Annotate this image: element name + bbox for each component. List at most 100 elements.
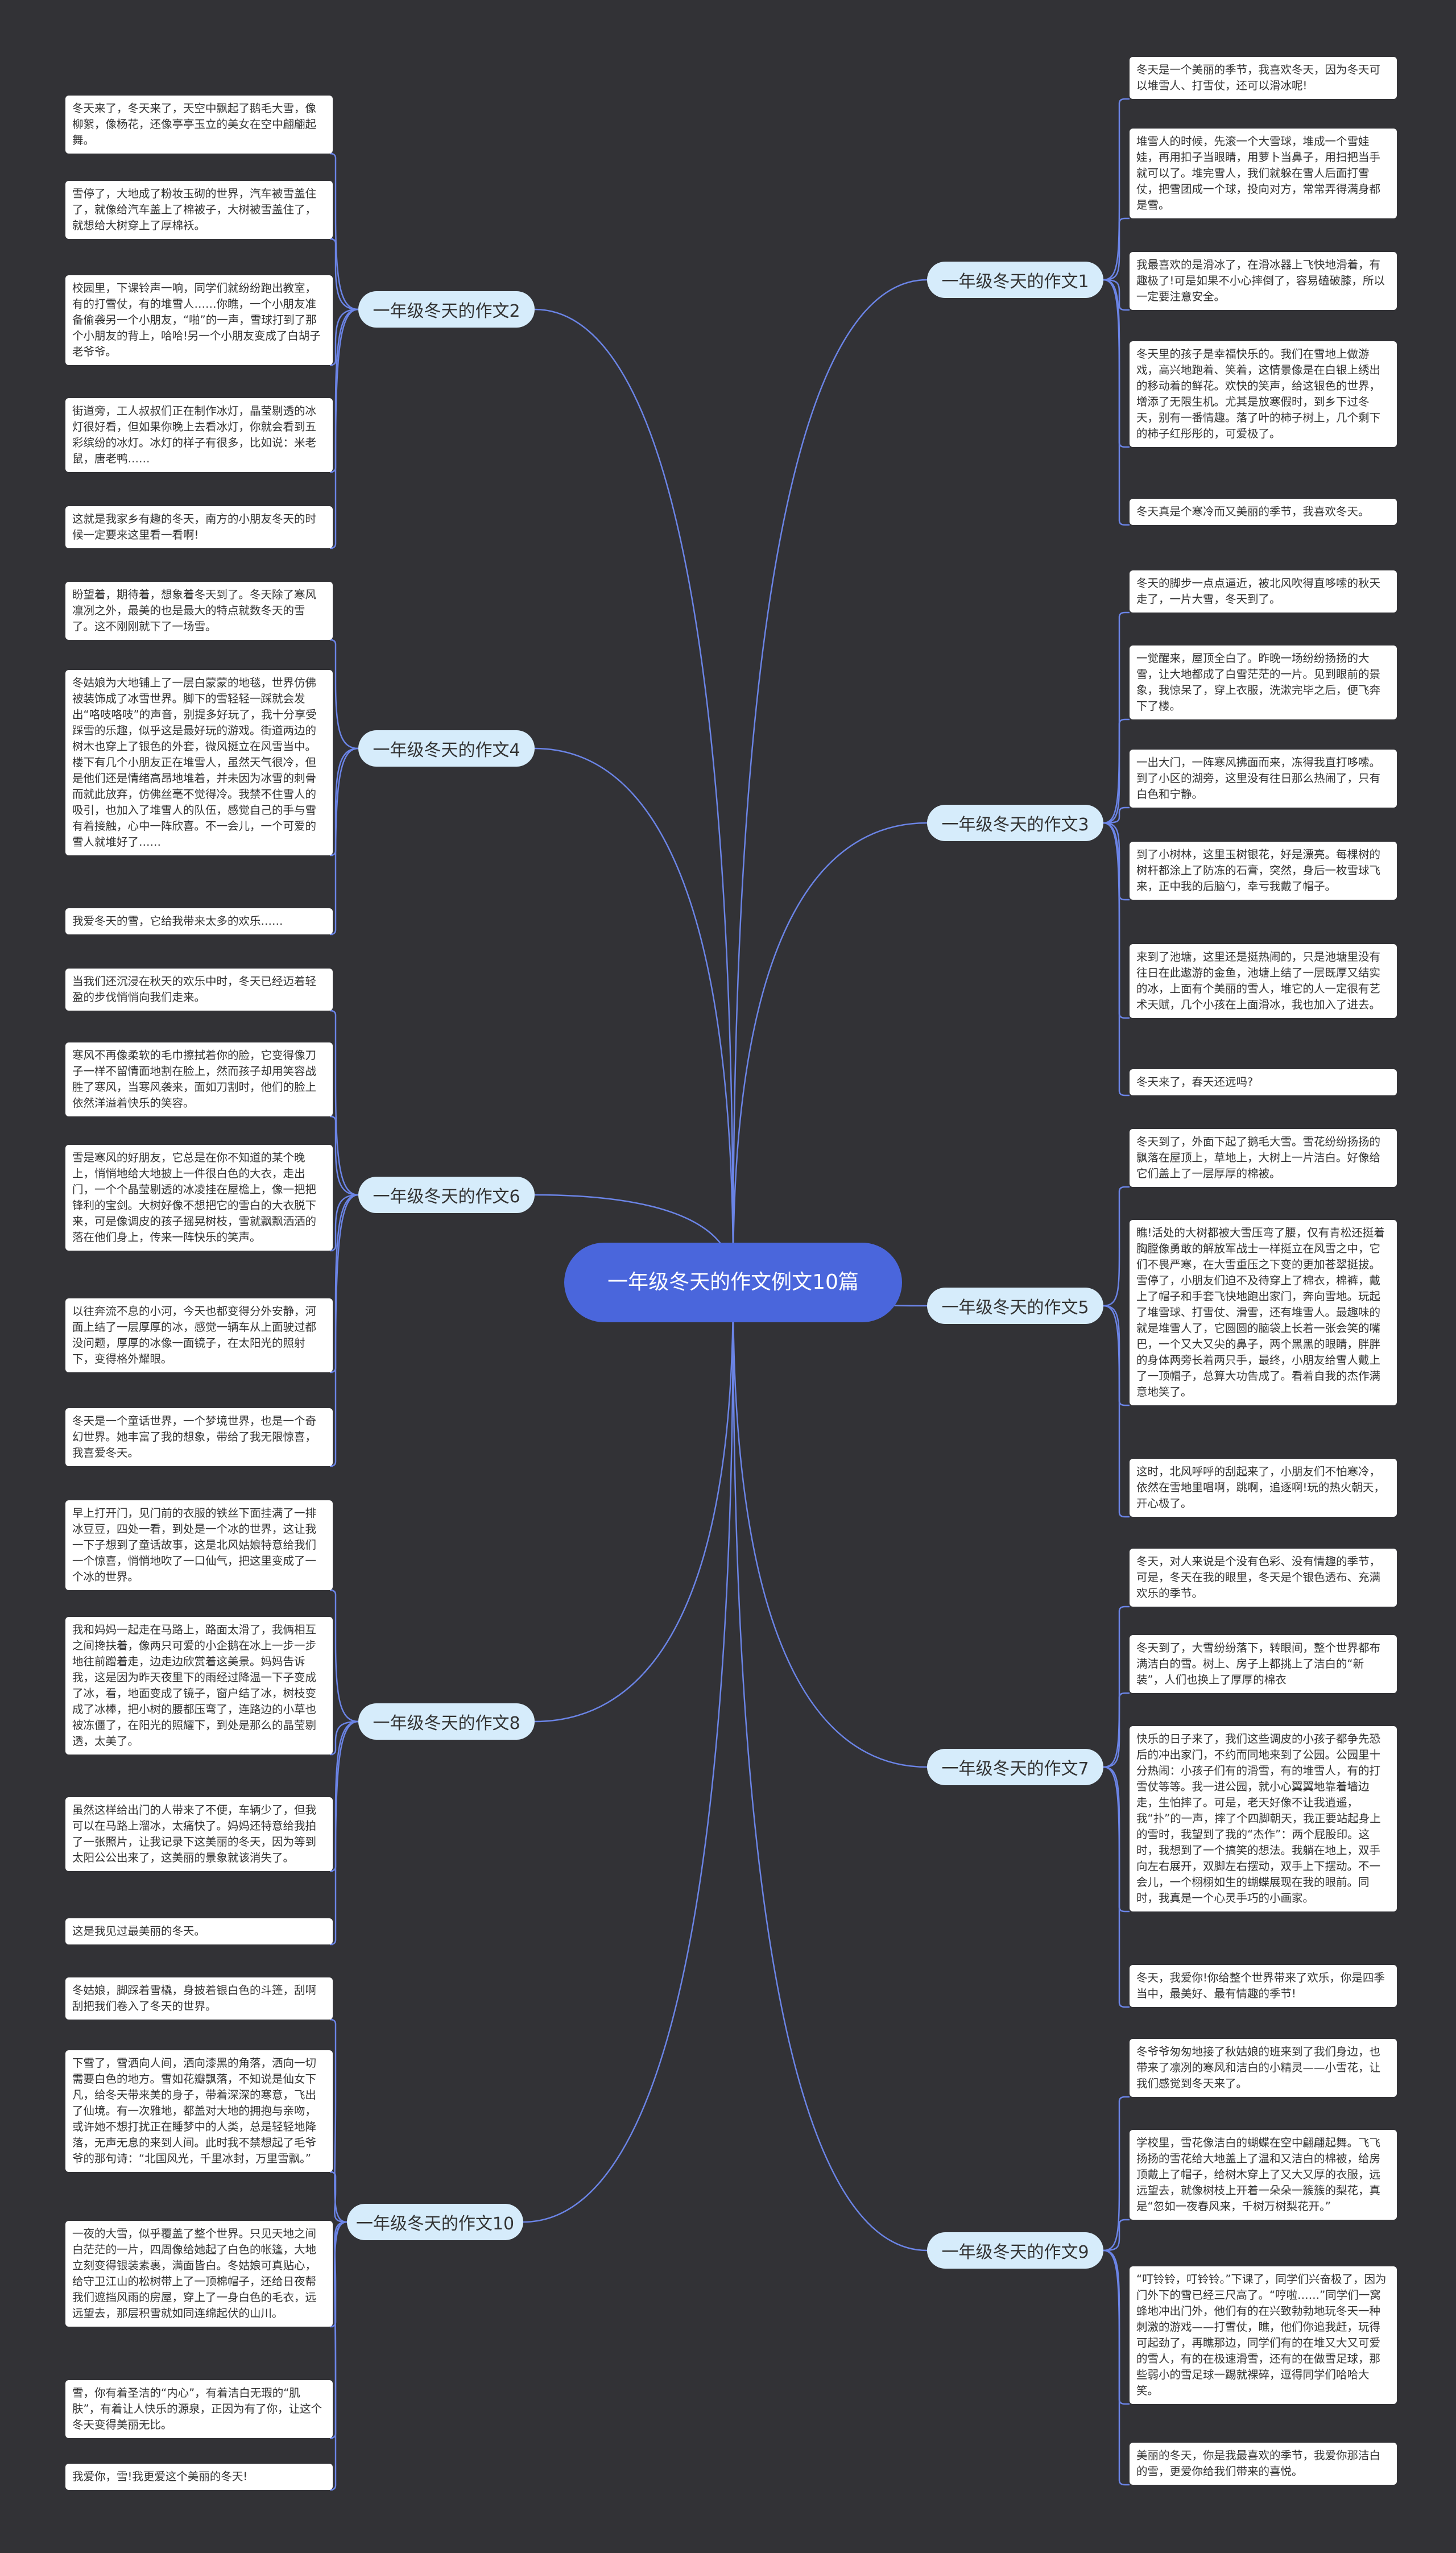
connector-line <box>1103 1606 1130 1768</box>
connector-line <box>1103 2249 1130 2486</box>
connector-line <box>329 1115 359 1196</box>
leaf-note[interactable]: 冬天，我爱你!你给整个世界带来了欢乐，你是四季当中，最美好、最有情趣的季节! <box>1130 1965 1397 2007</box>
leaf-note[interactable]: 学校里，雪花像洁白的蝴蝶在空中翩翩起舞。飞飞扬扬的雪花给大地盖上了温和又洁白的棉… <box>1130 2130 1397 2220</box>
leaf-note[interactable]: 我和妈妈一起走在马路上，路面太滑了，我俩相互之间搀扶着，像两只可爱的小企鹅在冰上… <box>65 1617 333 1755</box>
connector-line <box>1103 2219 1130 2252</box>
connector-line <box>329 1194 359 1373</box>
branch-topic[interactable]: 一年级冬天的作文7 <box>927 1749 1103 1785</box>
leaf-note[interactable]: 一夜的大雪，似乎覆盖了整个世界。只见天地之间白茫茫的一片，四周像给她起了白色的帐… <box>65 2221 333 2327</box>
leaf-note[interactable]: 街道旁，工人叔叔们正在制作冰灯，晶莹剔透的冰灯很好看，但如果你晚上去看冰灯，你就… <box>65 398 333 472</box>
leaf-note[interactable]: 一出大门，一阵寒风拂面而来，冻得我直打哆嗦。到了小区的湖旁，这里没有往日那么热闹… <box>1130 750 1397 808</box>
connector-line <box>1103 1305 1130 1518</box>
connector-line <box>1103 279 1130 311</box>
connector-line <box>732 1302 928 2252</box>
leaf-note[interactable]: 这时，北风呼呼的刮起来了，小朋友们不怕寒冷，依然在雪地里唱啊，跳啊，追逐啊!玩的… <box>1130 1459 1397 1517</box>
central-topic[interactable]: 一年级冬天的作文例文10篇 <box>564 1243 902 1322</box>
connector-line <box>329 747 359 856</box>
branch-topic[interactable]: 一年级冬天的作文6 <box>358 1177 535 1213</box>
leaf-note[interactable]: 冬天来了，春天还远吗? <box>1130 1069 1397 1095</box>
leaf-note[interactable]: 冬天是一个美丽的季节，我喜欢冬天，因为冬天可以堆雪人、打雪仗，还可以滑冰呢! <box>1130 57 1397 99</box>
connector-line <box>329 1009 359 1196</box>
connector-line <box>329 2018 348 2223</box>
leaf-note[interactable]: 雪，你有着圣洁的“内心”，有着洁白无瑕的“肌肤”，有着让人快乐的源泉，正因为有了… <box>65 2380 333 2438</box>
leaf-note[interactable]: 我爱冬天的雪，它给我带来太多的欢乐…… <box>65 908 333 934</box>
connector-line <box>1103 2096 1130 2252</box>
connector-line <box>1103 279 1130 526</box>
leaf-note[interactable]: 早上打开门，见门前的衣服的铁丝下面挂满了一排冰豆豆，四处一看，到处是一个冰的世界… <box>65 1500 333 1590</box>
branch-topic[interactable]: 一年级冬天的作文8 <box>358 1703 535 1740</box>
connector-line <box>1103 217 1130 281</box>
connector-line <box>329 308 359 366</box>
leaf-note[interactable]: 冬天里的孩子是幸福快乐的。我们在雪地上做游戏，高兴地跑着、笑着，这情景像是在白银… <box>1130 341 1397 447</box>
branch-topic[interactable]: 一年级冬天的作文5 <box>927 1288 1103 1324</box>
connector-line <box>523 1301 734 2223</box>
connector-line <box>732 279 928 1263</box>
connector-line <box>329 747 359 936</box>
leaf-note[interactable]: 寒风不再像柔软的毛巾擦拭着你的脸，它变得像刀子一样不留情面地割在脸上，然而孩子却… <box>65 1042 333 1116</box>
leaf-note[interactable]: 冬天是一个童话世界，一个梦境世界，也是一个奇幻世界。她丰富了我的想象，带给了我无… <box>65 1408 333 1466</box>
connector-line <box>1103 822 1130 901</box>
leaf-note[interactable]: 冬爷爷匆匆地接了秋姑娘的班来到了我们身边，也带来了凛冽的寒风和洁白的小精灵——小… <box>1130 2039 1397 2097</box>
leaf-note[interactable]: 下雪了，雪洒向人间，洒向漆黑的角落，洒向一切需要白色的地方。雪如花瓣飘落，不知说… <box>65 2050 333 2172</box>
leaf-note[interactable]: 这就是我家乡有趣的冬天，南方的小朋友冬天的时候一定要来这里看一看啊! <box>65 506 333 548</box>
connector-line <box>329 639 359 750</box>
leaf-note[interactable]: 冬天的脚步一点点逼近，被北风吹得直哆嗦的秋天走了，一片大雪，冬天到了。 <box>1130 570 1397 613</box>
leaf-note[interactable]: 冬天到了，外面下起了鹅毛大雪。雪花纷纷扬扬的飘落在屋顶上，草地上，大树上一片洁白… <box>1130 1129 1397 1187</box>
connector-line <box>1103 822 1130 1019</box>
connector-line <box>329 308 359 549</box>
leaf-note[interactable]: 校园里，下课铃声一响，同学们就纷纷跑出教室，有的打雪仗，有的堆雪人……你瞧，一个… <box>65 275 333 365</box>
leaf-note[interactable]: 雪是寒风的好朋友，它总是在你不知道的某个晚上，悄悄地给大地披上一件很白色的大衣，… <box>65 1145 333 1251</box>
leaf-note[interactable]: 这是我见过最美丽的冬天。 <box>65 1918 333 1944</box>
leaf-note[interactable]: 虽然这样给出门的人带来了不便，车辆少了，但我可以在马路上溜冰，太痛快了。妈妈还特… <box>65 1797 333 1871</box>
connector-line <box>1103 1186 1130 1307</box>
connector-line <box>1103 1766 1130 2008</box>
connector-line <box>534 1291 734 1723</box>
connector-line <box>534 308 734 1263</box>
connector-line <box>1103 1692 1130 1768</box>
connector-line <box>329 1589 359 1723</box>
leaf-note[interactable]: 堆雪人的时候，先滚一个大雪球，堆成一个雪娃娃，再用扣子当眼睛，用萝卜当鼻子，用扫… <box>1130 129 1397 218</box>
leaf-note[interactable]: 当我们还沉浸在秋天的欢乐中时，冬天已经迈着轻盈的步伐悄悄向我们走来。 <box>65 969 333 1011</box>
connector-line <box>732 822 928 1273</box>
connector-line <box>329 1720 359 1756</box>
connector-line <box>1103 806 1130 824</box>
branch-topic[interactable]: 一年级冬天的作文4 <box>358 730 535 767</box>
branch-topic[interactable]: 一年级冬天的作文9 <box>927 2232 1103 2269</box>
connector-line <box>329 2221 348 2491</box>
connector-line <box>329 152 359 311</box>
leaf-note[interactable]: 瞧!活处的大树都被大雪压弯了腰，仅有青松还挺着胸膛像勇敢的解放军战士一样挺立在风… <box>1130 1220 1397 1405</box>
leaf-note[interactable]: 冬天到了，大雪纷纷落下，转眼间，整个世界都布满洁白的雪。树上、房子上都挑上了洁白… <box>1130 1635 1397 1693</box>
connector-line <box>329 1194 359 1252</box>
leaf-note[interactable]: 冬姑娘，脚踩着雪橇，身披着银白色的斗篷，刮啊刮把我们卷入了冬天的世界。 <box>65 1977 333 2020</box>
leaf-note[interactable]: 冬天，对人来说是个没有色彩、没有情趣的季节，可是，冬天在我的眼里，冬天是个银色透… <box>1130 1549 1397 1607</box>
branch-topic[interactable]: 一年级冬天的作文2 <box>358 291 535 328</box>
leaf-note[interactable]: 一觉醒来，屋顶全白了。昨晚一场纷纷扬扬的大雪，让大地都成了白雪茫茫的一片。见到眼… <box>1130 646 1397 719</box>
connector-line <box>534 747 734 1272</box>
leaf-note[interactable]: 我爱你，雪!我更爱这个美丽的冬天! <box>65 2464 333 2490</box>
leaf-note[interactable]: 冬天来了，冬天来了，天空中飘起了鹅毛大雪，像柳絮，像杨花，还像亭亭玉立的美女在空… <box>65 96 333 154</box>
connector-line <box>1103 718 1130 824</box>
branch-topic[interactable]: 一年级冬天的作文10 <box>347 2204 523 2240</box>
leaf-note[interactable]: 冬天真是个寒冷而又美丽的季节，我喜欢冬天。 <box>1130 499 1397 525</box>
connector-line <box>329 308 359 473</box>
leaf-note[interactable]: 以往奔流不息的小河，今天也都变得分外安静，河面上结了一层厚厚的冰，感觉一辆车从上… <box>65 1298 333 1372</box>
connector-line <box>1103 822 1130 1096</box>
connector-line <box>329 2171 348 2223</box>
connector-line <box>732 1292 928 1768</box>
branch-topic[interactable]: 一年级冬天的作文3 <box>927 805 1103 841</box>
connector-line <box>329 1720 359 1872</box>
leaf-note[interactable]: 冬姑娘为大地铺上了一层白蒙蒙的地毯，世界仿佛被装饰成了冰雪世界。脚下的雪轻轻一踩… <box>65 670 333 855</box>
connector-line <box>329 1720 359 1946</box>
leaf-note[interactable]: “叮铃铃，叮铃铃。”下课了，同学们兴奋极了，因为门外下的雪已经三尺高了。“哼啦…… <box>1130 2266 1397 2404</box>
connector-line <box>329 238 359 311</box>
branch-topic[interactable]: 一年级冬天的作文1 <box>927 262 1103 298</box>
connector-line <box>1103 611 1130 824</box>
leaf-note[interactable]: 来到了池塘，这里还是挺热闹的，只是池塘里没有往日在此遨游的金鱼，池塘上结了一层既… <box>1130 944 1397 1018</box>
leaf-note[interactable]: 我最喜欢的是滑冰了，在滑冰器上飞快地滑着，有趣极了!可是如果不小心摔倒了，容易磕… <box>1130 252 1397 310</box>
leaf-note[interactable]: 快乐的日子来了，我们这些调皮的小孩子都争先恐后的冲出家门，不约而同地来到了公园。… <box>1130 1726 1397 1911</box>
leaf-note[interactable]: 盼望着，期待着，想象着冬天到了。冬天除了寒风凛冽之外，最美的也是最大的特点就数冬… <box>65 582 333 640</box>
leaf-note[interactable]: 到了小树林，这里玉树银花，好是漂亮。每棵树的树杆都涂上了防冻的石膏，突然，身后一… <box>1130 842 1397 900</box>
leaf-note[interactable]: 雪停了，大地成了粉妆玉砌的世界，汽车被雪盖住了，就像给汽车盖上了棉被子，大树被雪… <box>65 181 333 239</box>
connector-line <box>1103 98 1130 281</box>
leaf-note[interactable]: 美丽的冬天，你是我最喜欢的季节，我爱你那洁白的雪，更爱你给我们带来的喜悦。 <box>1130 2443 1397 2485</box>
